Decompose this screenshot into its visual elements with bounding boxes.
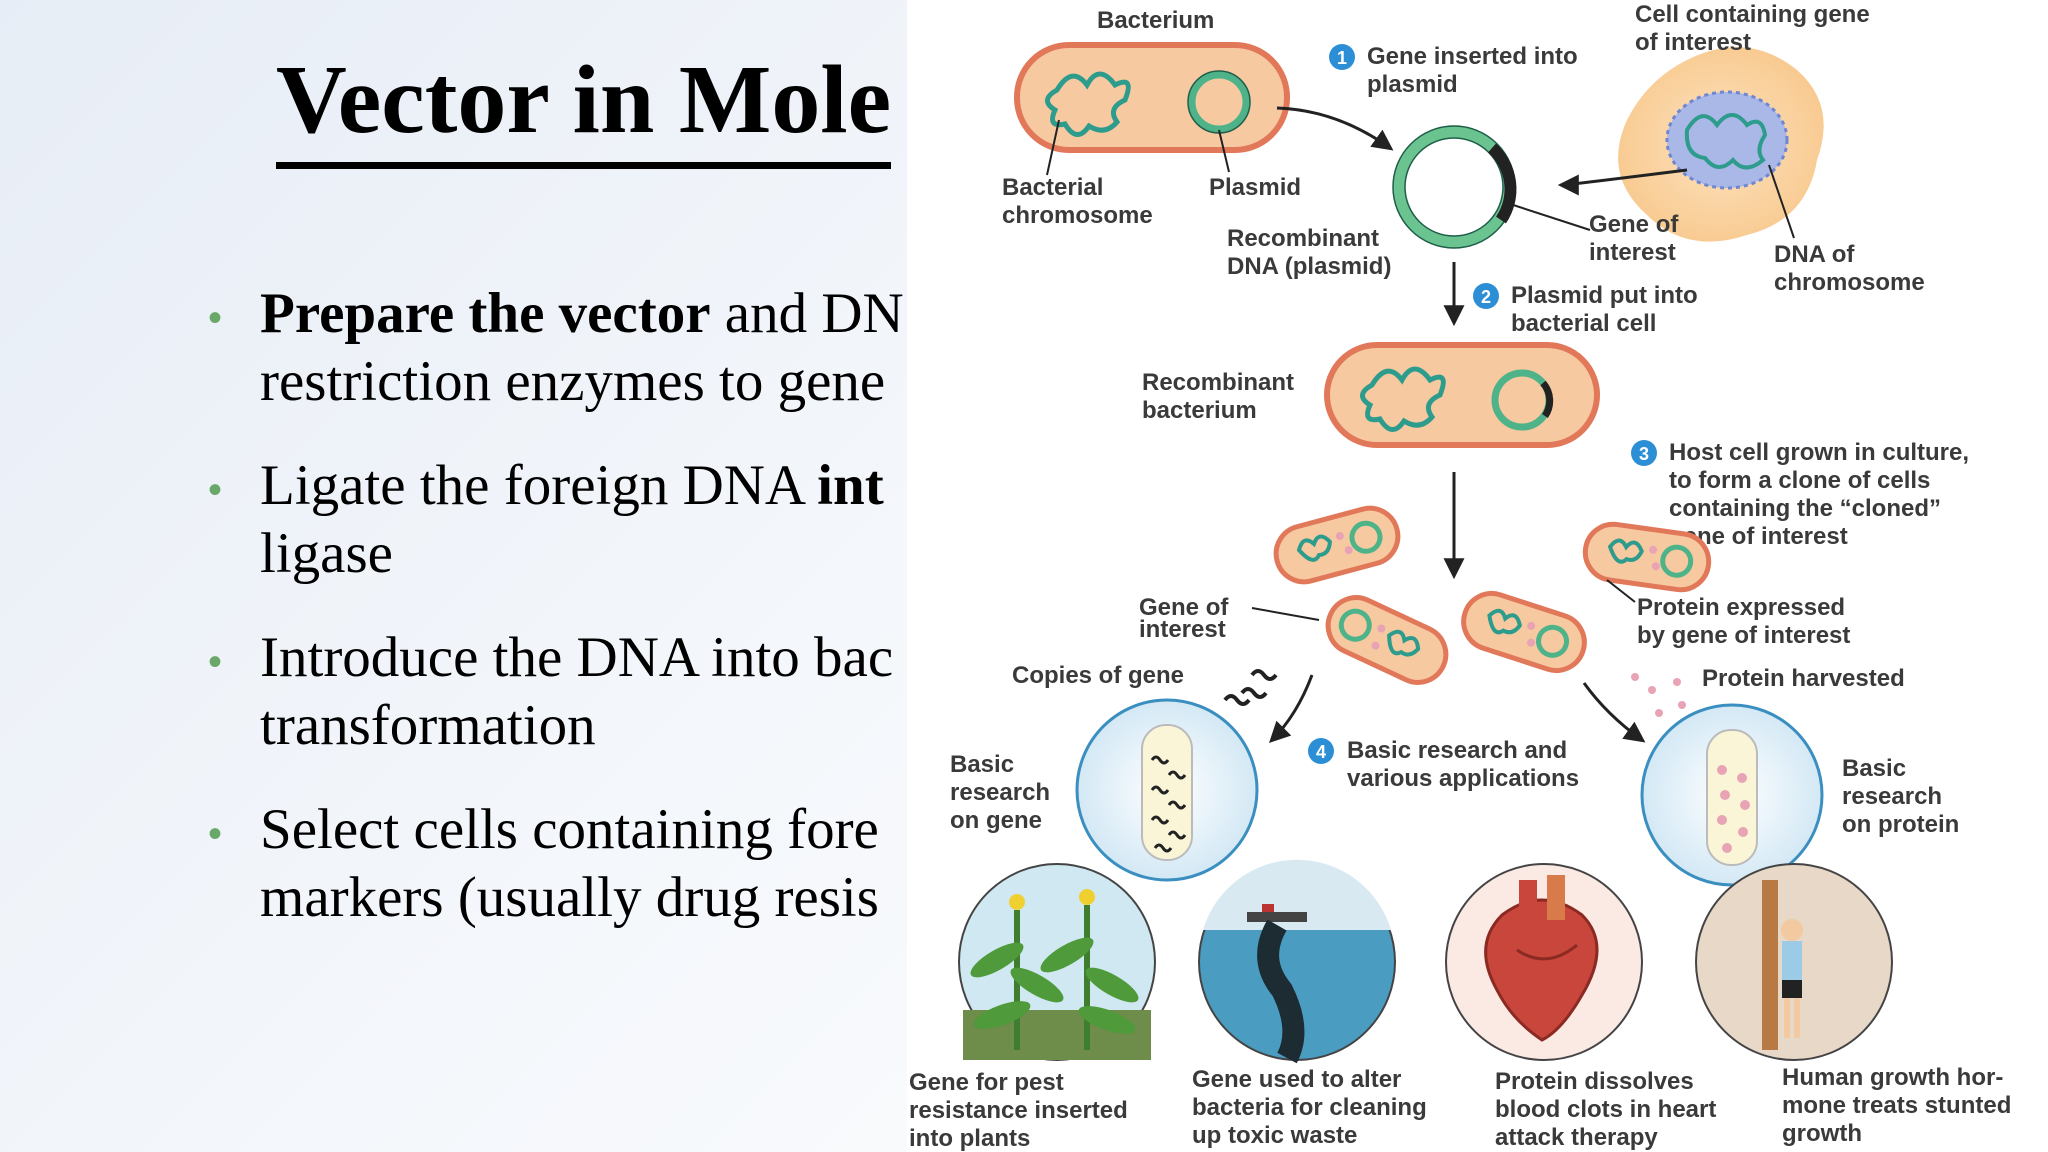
label-step4-line1: Basic research and (1347, 737, 1567, 764)
clone-of-cells (1273, 505, 1712, 685)
bullet-line: transformation (260, 694, 596, 757)
step-2-number: 2 (1481, 287, 1491, 307)
label-bacterial-chromosome-1: Bacterial (1002, 174, 1103, 201)
label-step1-line1: Gene inserted into (1367, 43, 1578, 70)
label-basic-protein-1: Basic (1842, 755, 1906, 782)
bullet-dot: • (208, 640, 223, 684)
label-app3-1: Protein dissolves (1495, 1068, 1694, 1095)
label-recombinant-dna-2: DNA (plasmid) (1227, 253, 1391, 280)
slide-title: Vector in Mole (276, 40, 892, 169)
dna-of-chromosome (1684, 113, 1768, 170)
label-app1-2: resistance inserted (909, 1097, 1128, 1124)
label-protein-harvested: Protein harvested (1702, 665, 1905, 692)
label-step4-line2: various applications (1347, 765, 1579, 792)
label-gene-2: interest (1139, 616, 1226, 643)
label-app2-2: bacteria for cleaning (1192, 1094, 1427, 1121)
label-step1-line2: plasmid (1367, 71, 1458, 98)
label-step2-line1: Plasmid put into (1511, 282, 1698, 309)
bullet-line: ligase (260, 522, 393, 585)
plants-illustration (958, 863, 1156, 1061)
label-recombinant-dna-1: Recombinant (1227, 225, 1379, 252)
label-gene-of-interest-1: Gene of (1589, 211, 1679, 238)
bullet-item: • Select cells containing fore markers (… (200, 796, 904, 932)
label-basic-protein-2: research (1842, 783, 1942, 810)
bullet-line: Prepare the vector and DN (260, 280, 904, 348)
bacterium (1014, 42, 1290, 153)
human-growth-illustration (1695, 863, 1893, 1061)
bullet-list: • Prepare the vector and DN restriction … (200, 280, 904, 968)
gene-test-tube (1075, 698, 1259, 882)
bullet-item: • Introduce the DNA into bac transformat… (200, 624, 904, 760)
bullet-text: Ligate the foreign DNA (260, 454, 818, 517)
bullet-line: Select cells containing fore (260, 798, 879, 861)
label-dna-chromosome-1: DNA of (1774, 241, 1855, 268)
label-copies-of-gene: Copies of gene (1012, 662, 1184, 689)
label-bacterium: Bacterium (1097, 7, 1214, 34)
label-basic-gene-3: on gene (950, 807, 1042, 834)
label-basic-gene-2: research (950, 779, 1050, 806)
cloning-diagram-svg: Bacterium Bacterial chromosome Plasmid 1… (909, 1, 2011, 1152)
label-dna-chromosome-2: chromosome (1774, 269, 1925, 296)
gene-of-interest-segment (1487, 143, 1517, 224)
label-protein-expressed-2: by gene of interest (1637, 622, 1850, 649)
bullet-line: Introduce the DNA into bac (260, 626, 894, 689)
label-gene-1: Gene of (1139, 594, 1229, 621)
label-bacterial-chromosome-2: chromosome (1002, 202, 1153, 229)
label-app4-2: mone treats stunted (1782, 1092, 2011, 1119)
bullet-text: and DN (710, 282, 904, 345)
protein-dots (1631, 673, 1686, 717)
label-app2-1: Gene used to alter (1192, 1066, 1401, 1093)
label-app3-2: blood clots in heart (1495, 1096, 1716, 1123)
label-basic-gene-1: Basic (950, 751, 1014, 778)
recombinant-bacterium (1324, 342, 1600, 448)
gene-copies (1223, 669, 1278, 706)
plasmid (1188, 71, 1250, 133)
label-step2-line2: bacterial cell (1511, 310, 1656, 337)
step-2-badge (1473, 283, 1499, 309)
bullet-item: • Prepare the vector and DN restriction … (200, 280, 904, 416)
label-gene-of-interest-2: interest (1589, 239, 1676, 266)
heart-illustration (1445, 863, 1643, 1061)
protein-test-tube (1640, 703, 1824, 887)
label-step3-line2: to form a clone of cells (1669, 467, 1930, 494)
label-protein-expressed-1: Protein expressed (1637, 594, 1845, 621)
oil-spill-illustration (1198, 859, 1396, 1064)
bullet-line: Ligate the foreign DNA int (260, 452, 904, 520)
step-1-number: 1 (1337, 48, 1347, 68)
step-4-number: 4 (1316, 742, 1326, 762)
label-app1-3: into plants (909, 1125, 1030, 1152)
label-app2-3: up toxic waste (1192, 1122, 1357, 1149)
label-cell-gene-1: Cell containing gene (1635, 1, 1870, 28)
bullet-line: markers (usually drug resis (260, 866, 879, 929)
bullet-bold-text: Prepare the vector (260, 282, 711, 345)
step-4-badge (1308, 738, 1334, 764)
bullet-line: restriction enzymes to gene (260, 350, 886, 413)
label-recombinant-bacterium-1: Recombinant (1142, 369, 1294, 396)
step-3-badge (1631, 440, 1657, 466)
label-basic-protein-3: on protein (1842, 811, 1959, 838)
label-plasmid: Plasmid (1209, 174, 1301, 201)
step-3-number: 3 (1639, 444, 1649, 464)
bullet-item: • Ligate the foreign DNA int ligase (200, 452, 904, 588)
bullet-dot: • (208, 468, 223, 512)
recombinant-plasmid (1392, 125, 1517, 249)
cloning-diagram: Bacterium Bacterial chromosome Plasmid 1… (907, 0, 2048, 1152)
bullet-dot: • (208, 812, 223, 856)
cell-with-gene-of-interest (1618, 47, 1824, 242)
label-recombinant-bacterium-2: bacterium (1142, 397, 1257, 424)
label-app4-1: Human growth hor- (1782, 1064, 2003, 1091)
bullet-dot: • (208, 296, 223, 340)
label-cell-gene-2: of interest (1635, 29, 1751, 56)
step-1-badge (1329, 44, 1355, 70)
label-step3-line1: Host cell grown in culture, (1669, 439, 1969, 466)
label-step3-line3: containing the “cloned” (1669, 495, 1941, 522)
label-app1-1: Gene for pest (909, 1069, 1064, 1096)
bacterial-chromosome (1045, 71, 1131, 137)
label-app4-3: growth (1782, 1120, 1862, 1147)
bullet-bold-text: int (817, 454, 884, 517)
label-app3-3: attack therapy (1495, 1124, 1658, 1151)
